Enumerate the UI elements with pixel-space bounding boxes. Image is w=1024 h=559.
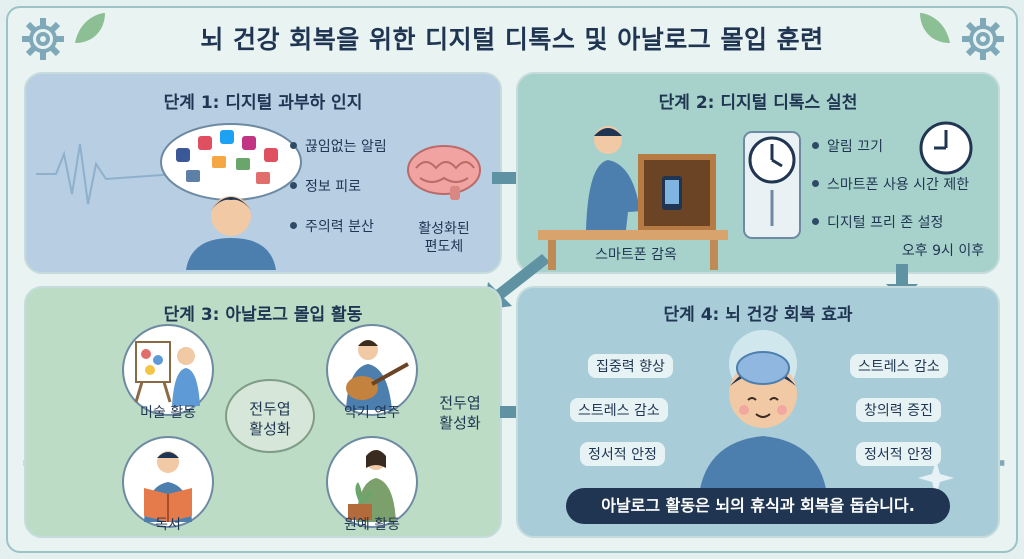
effect-pill: 집중력 향상 — [588, 354, 673, 378]
easel-icon — [134, 341, 200, 406]
step2-title: 단계 2: 디지털 디톡스 실천 — [658, 93, 858, 113]
time-note: 오후 9시 이후 — [901, 243, 985, 259]
sparkle-icon — [918, 460, 954, 496]
book-icon — [144, 451, 192, 522]
step4-title: 단계 4: 뇌 건강 회복 효과 — [663, 305, 853, 325]
effect-pill: 스트레스 감소 — [850, 354, 948, 378]
jail-label: 스마트폰 감옥 — [595, 247, 677, 263]
art-activity-circle — [122, 324, 214, 416]
step1-bullet: 주의력 분산 — [290, 216, 374, 236]
brain-label: 활성화된 — [418, 221, 470, 237]
clock-icon — [743, 131, 801, 239]
side-label: 전두엽 — [439, 394, 481, 412]
activity-label: 원예 활동 — [344, 517, 400, 533]
brain-center-label: 전두엽 — [249, 400, 291, 418]
clock-icon — [919, 121, 973, 175]
step1-bullet: 끊임없는 알림 — [290, 136, 387, 156]
social-bubble-icon — [160, 123, 302, 270]
activity-label: 악기 연주 — [344, 405, 400, 421]
gear-icon — [22, 18, 64, 60]
brain-center-label: 활성화 — [249, 420, 291, 438]
activity-label: 미술 활동 — [140, 405, 196, 421]
step2-panel: 단계 2: 디지털 디톡스 실천 스마트폰 감옥 알림 끄기 스마트폰 사용 시… — [516, 72, 1000, 274]
activity-label: 독서 — [155, 517, 181, 533]
gear-icon — [962, 18, 1004, 60]
brain-icon — [407, 145, 481, 200]
effect-pill: 창의력 증진 — [856, 398, 941, 422]
effect-pill: 스트레스 감소 — [570, 398, 668, 422]
step1-title: 단계 1: 디지털 과부하 인지 — [163, 93, 363, 113]
main-title: 뇌 건강 회복을 위한 디지털 디톡스 및 아날로그 몰입 훈련 — [200, 25, 824, 54]
gardening-activity-circle — [326, 436, 418, 528]
brain-icon — [225, 379, 315, 453]
smartphone-jail-illustration — [538, 126, 728, 270]
step3-title: 단계 3: 아날로그 몰입 활동 — [163, 305, 363, 325]
step2-bullet: 디지털 프리 존 설정 — [812, 212, 943, 232]
music-activity-circle — [326, 324, 418, 416]
step1-panel: 단계 1: 디지털 과부하 인지 끊임없는 알림 정보 피로 주의력 분산 활성… — [24, 72, 502, 274]
step3-panel: 단계 3: 아날로그 몰입 활동 미술 활동 악기 연주 전두엽 활성화 — [24, 286, 502, 538]
effect-pill: 정서적 안정 — [580, 442, 665, 466]
effect-pill: 정서적 안정 — [856, 442, 941, 466]
summary-banner: 아날로그 활동은 뇌의 휴식과 회복을 돕습니다. — [566, 488, 950, 524]
guitar-icon — [346, 340, 409, 410]
calm-person-illustration — [698, 330, 828, 504]
step2-bullet: 알림 끄기 — [812, 136, 883, 156]
wave-decoration — [36, 143, 176, 205]
plant-icon — [348, 450, 396, 522]
side-label: 활성화 — [439, 414, 481, 432]
reading-activity-circle — [122, 436, 214, 528]
leaf-icon — [920, 13, 950, 43]
leaf-icon — [75, 13, 105, 43]
step2-bullet: 스마트폰 사용 시간 제한 — [812, 174, 969, 194]
brain-label: 편도체 — [424, 239, 464, 255]
step1-bullet: 정보 피로 — [290, 176, 361, 196]
